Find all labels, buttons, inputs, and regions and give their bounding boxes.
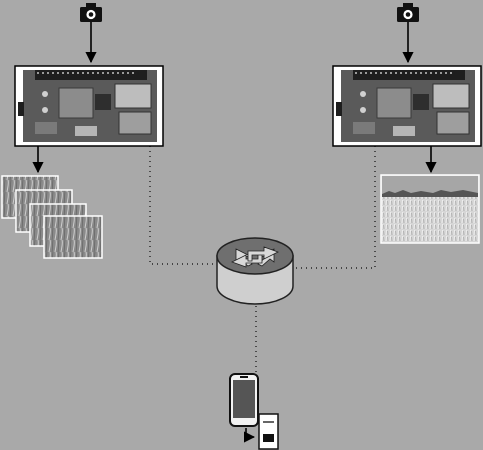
field-landscape-photo bbox=[380, 174, 480, 244]
crop-image-stack bbox=[1, 175, 103, 259]
phone-icon bbox=[229, 373, 259, 427]
dotted-links bbox=[149, 146, 376, 374]
raspberry-pi-board-left bbox=[14, 65, 164, 147]
link-right-pi-to-router bbox=[290, 146, 376, 269]
link-left-pi-to-router bbox=[149, 146, 222, 265]
computer-icon bbox=[258, 413, 279, 450]
raspberry-pi-board-right bbox=[332, 65, 482, 147]
arrow-phone-to-computer bbox=[243, 428, 256, 443]
camera-icon bbox=[80, 3, 102, 22]
router-icon bbox=[216, 237, 294, 305]
crop-image bbox=[43, 215, 103, 259]
camera-icon bbox=[397, 3, 419, 22]
